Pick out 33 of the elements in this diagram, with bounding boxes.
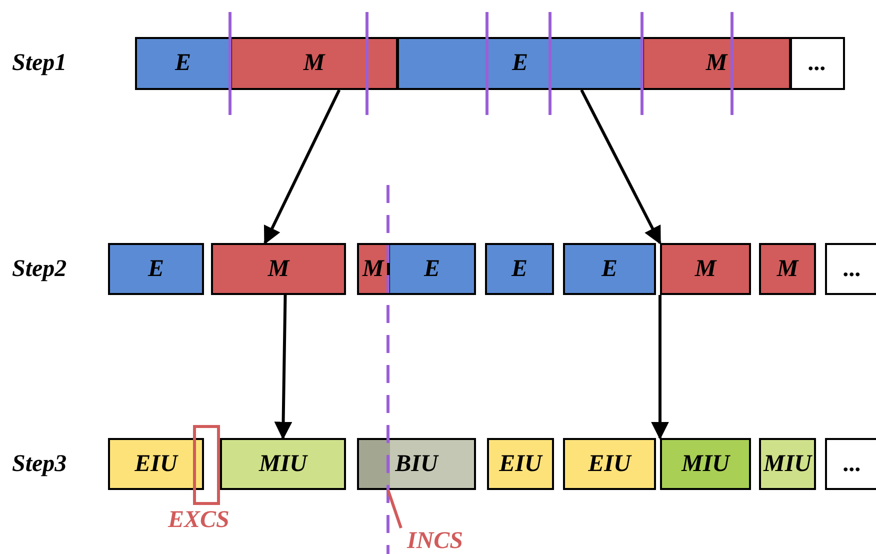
ellipsis-cell: ...	[825, 438, 876, 490]
annotation-text: INCS	[395, 528, 475, 554]
segment-cell: M	[759, 243, 816, 295]
segment-cell: MIU	[759, 438, 816, 490]
segment-cell: BIU	[357, 438, 476, 490]
segment-cell: EIU	[108, 438, 204, 490]
arrow	[274, 294, 292, 440]
segment-cell: E	[135, 37, 231, 90]
highlight-frame	[193, 425, 220, 505]
segment-cell: M	[230, 37, 398, 90]
segment-cell: MIU	[660, 438, 751, 490]
segment-cell: M	[642, 37, 791, 90]
segment-cell: E	[397, 37, 643, 90]
segment-cell: MIU	[220, 438, 346, 490]
leader-line	[386, 490, 402, 528]
segment-cell: E	[388, 243, 476, 295]
segment-cell: E	[108, 243, 204, 295]
annotation-text: EXCS	[168, 507, 230, 534]
segment-cell: M	[211, 243, 346, 295]
segment-cell: M	[357, 243, 389, 295]
arrow	[264, 89, 341, 245]
segment-cell: EIU	[487, 438, 554, 490]
segment-cell: M	[660, 243, 751, 295]
arrow	[580, 89, 662, 245]
arrow	[651, 295, 669, 440]
ellipsis-cell: ...	[790, 37, 845, 90]
segment-cell: E	[485, 243, 554, 295]
ellipsis-cell: ...	[825, 243, 876, 295]
segment-cell: EIU	[563, 438, 656, 490]
segment-cell: E	[563, 243, 656, 295]
step-label: Step2	[12, 256, 67, 283]
step-label: Step1	[12, 50, 67, 77]
step-label: Step3	[12, 451, 67, 478]
